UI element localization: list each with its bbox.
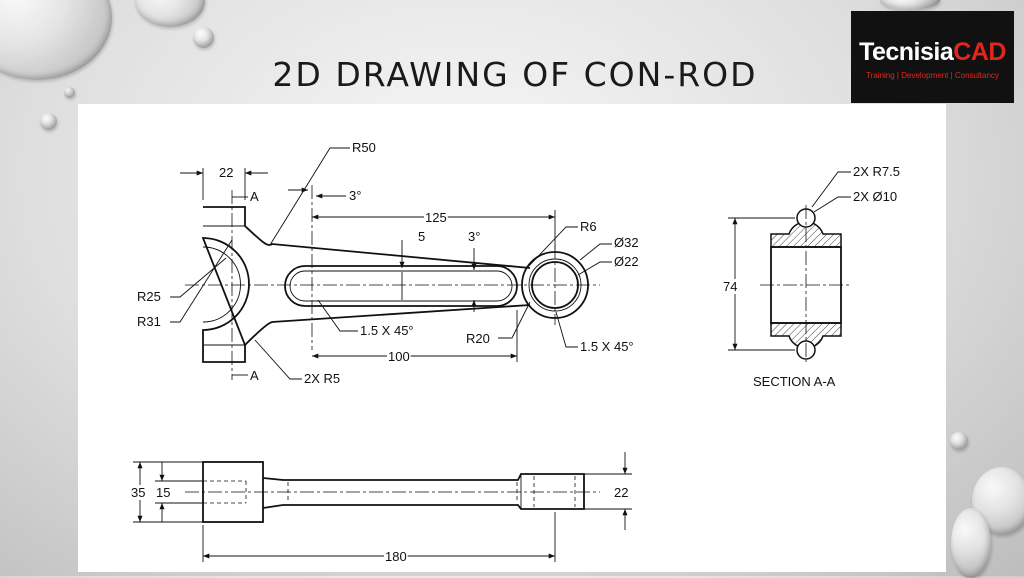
dim-125: 125 <box>425 210 447 225</box>
label-mask <box>249 189 260 204</box>
dim-chamfer-right: 1.5 X 45° <box>580 339 634 354</box>
drawing-panel: 22 A A R50 3° 125 5 3° R6 Ø32 Ø22 <box>78 104 946 572</box>
dim-angle-3-left: 3° <box>349 188 361 203</box>
dim-dia-32: Ø32 <box>614 235 639 250</box>
dim-r6: R6 <box>580 219 597 234</box>
dim-35: 35 <box>131 485 145 500</box>
section-label: SECTION A-A <box>753 374 836 389</box>
decor-bubble <box>40 113 57 130</box>
decor-bubble <box>880 0 940 10</box>
label-mask <box>579 339 635 354</box>
leader-r5 <box>254 339 302 380</box>
label-mask <box>351 140 377 155</box>
dim-dia-22: Ø22 <box>614 254 639 269</box>
label-mask <box>384 549 408 564</box>
leader-dia-10 <box>813 196 851 213</box>
leader-r50 <box>269 147 350 246</box>
label-mask <box>465 331 491 346</box>
slide-title: 2D DRAWING OF CON-ROD <box>272 55 758 94</box>
label-mask <box>249 368 260 383</box>
label-mask <box>579 219 598 234</box>
logo-brand: TecnisiaCAD <box>851 38 1014 67</box>
dim-r25: R25 <box>137 289 161 304</box>
decor-bubble <box>0 0 112 80</box>
leader-chamfer-right <box>555 311 578 348</box>
label-mask <box>424 210 448 225</box>
section-view: 74 2X R7.5 2X Ø10 SECTION A-A <box>722 164 901 389</box>
leader-chamfer-left <box>317 299 358 332</box>
dim-22: 22 <box>219 165 233 180</box>
decor-bubble <box>135 0 205 27</box>
label-mask <box>752 374 837 389</box>
dim-r5: 2X R5 <box>304 371 340 386</box>
company-logo: TecnisiaCAD Training | Development | Con… <box>851 11 1014 103</box>
label-mask <box>613 485 630 500</box>
label-mask <box>348 188 363 203</box>
dim-r7-5: 2X R7.5 <box>853 164 900 179</box>
label-mask <box>359 323 415 338</box>
web-slot-inner <box>289 270 513 302</box>
label-mask <box>417 229 427 244</box>
logo-brand-white: Tecnisia <box>859 38 954 66</box>
label-mask <box>613 235 640 250</box>
label-mask <box>136 289 162 304</box>
leader-dia-22 <box>577 261 612 276</box>
dim-22-bottom: 22 <box>614 485 628 500</box>
web-slot <box>284 265 518 307</box>
dim-100: 100 <box>388 349 410 364</box>
label-mask <box>722 279 739 294</box>
big-end-outline <box>201 206 531 363</box>
label-mask <box>218 165 235 180</box>
leader-r25 <box>170 257 227 298</box>
dim-web-5: 5 <box>418 229 425 244</box>
dim-180: 180 <box>385 549 407 564</box>
big-end-lower-arm <box>244 321 273 346</box>
dim-r20: R20 <box>466 331 490 346</box>
label-mask <box>136 314 162 329</box>
dim-r31: R31 <box>137 314 161 329</box>
label-mask <box>130 485 147 500</box>
decor-bubble <box>951 508 991 578</box>
label-mask <box>852 164 901 179</box>
label-mask <box>613 254 640 269</box>
bottom-shank <box>262 473 585 510</box>
logo-brand-red: CAD <box>953 38 1006 66</box>
decor-bubble <box>193 27 214 48</box>
label-mask <box>387 349 411 364</box>
leader-r7-5 <box>811 171 851 208</box>
leader-r6 <box>527 226 578 268</box>
logo-tagline: Training | Development | Consultancy <box>866 71 999 80</box>
dim-chamfer-left: 1.5 X 45° <box>360 323 414 338</box>
dim-15: 15 <box>156 485 170 500</box>
dim-74: 74 <box>723 279 737 294</box>
label-mask <box>467 229 482 244</box>
dim-dia-10: 2X Ø10 <box>853 189 897 204</box>
label-mask <box>852 189 899 204</box>
con-rod-drawing: 22 A A R50 3° 125 5 3° R6 Ø32 Ø22 <box>130 140 901 564</box>
leader-r20 <box>498 301 531 339</box>
decor-bubble <box>950 432 968 450</box>
dim-angle-3-right: 3° <box>468 229 480 244</box>
decor-bubble <box>64 87 75 98</box>
dim-r50: R50 <box>352 140 376 155</box>
leader-dia-32 <box>579 243 612 261</box>
section-marker-a-bottom: A <box>250 368 259 383</box>
section-marker-a-top: A <box>250 189 259 204</box>
front-view: 22 A A R50 3° 125 5 3° R6 Ø32 Ø22 <box>136 140 640 386</box>
bottom-view: 35 15 22 180 <box>130 452 632 564</box>
label-mask <box>155 485 172 500</box>
label-mask <box>303 371 342 386</box>
inner-arc-r25 <box>202 246 241 323</box>
leader-r31 <box>170 239 233 323</box>
